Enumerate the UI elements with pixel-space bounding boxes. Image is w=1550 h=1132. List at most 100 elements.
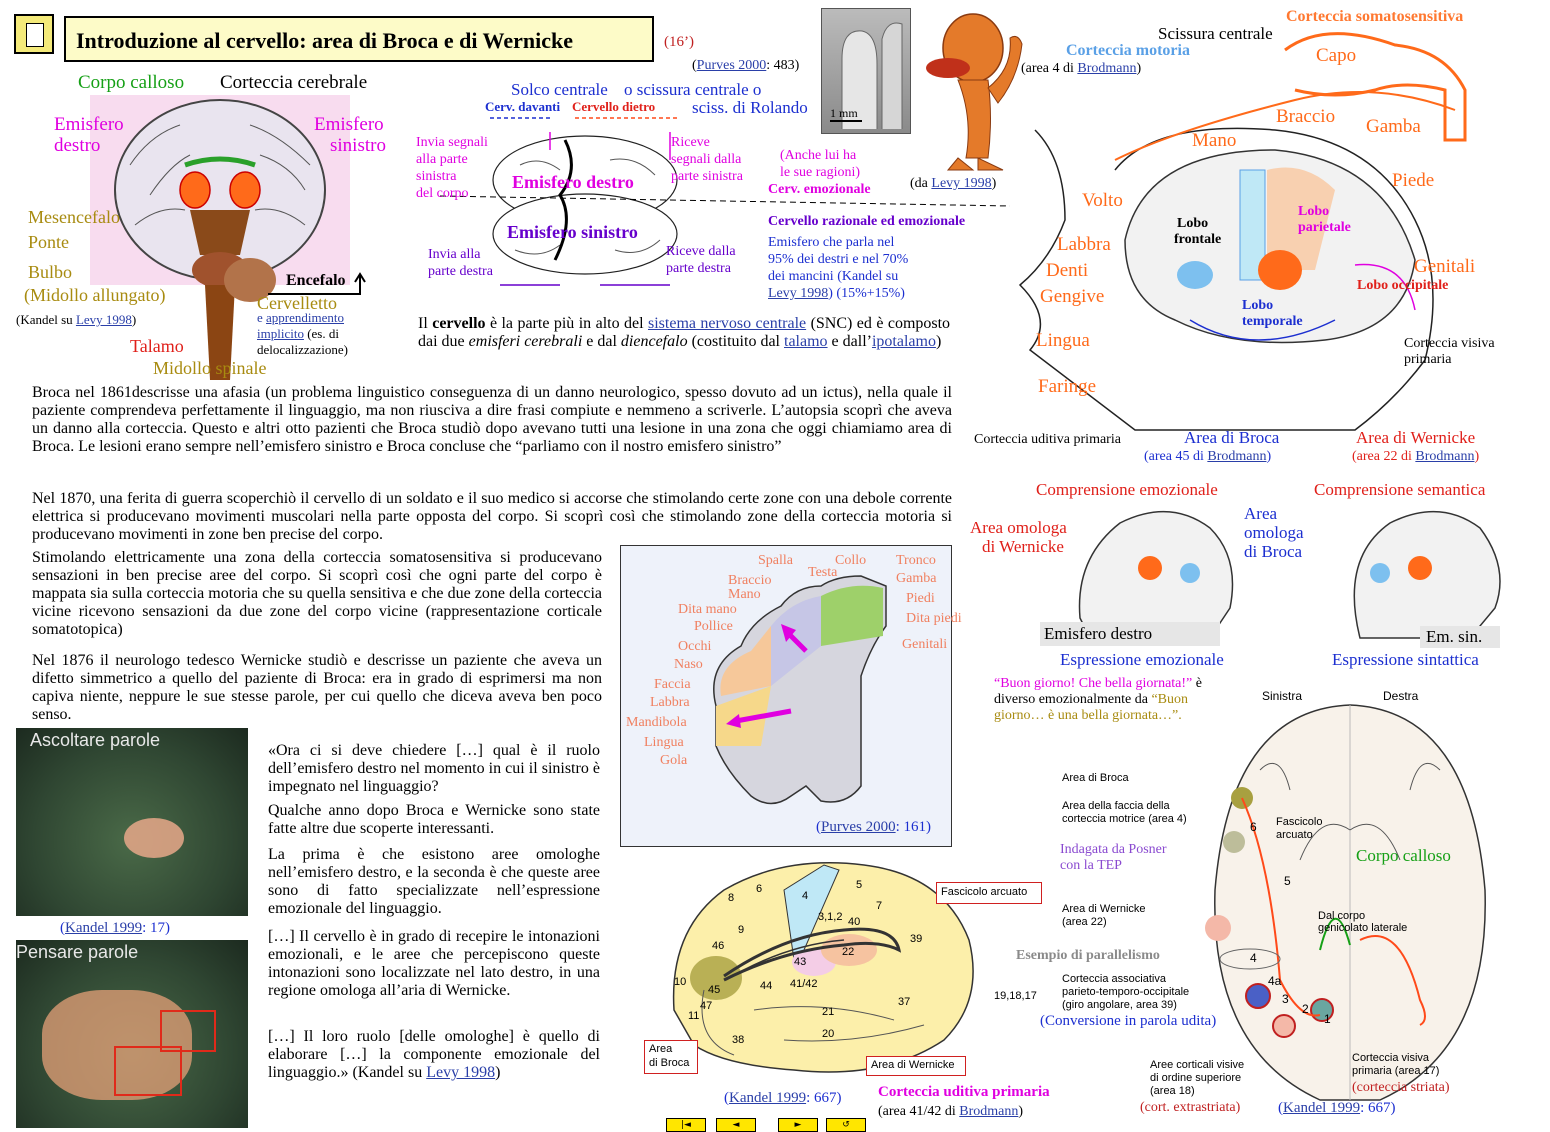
- pet-box-2: [114, 1046, 182, 1096]
- area-num: 3,1,2: [818, 911, 843, 923]
- pet-hotspot-1: [42, 990, 192, 1100]
- riceve-dx-2: parte destra: [666, 261, 731, 276]
- invia-dx-2: parte destra: [428, 264, 493, 279]
- area-num: 43: [794, 956, 807, 968]
- snc-link[interactable]: sistema nervoso centrale: [648, 315, 807, 332]
- axial-faccia-1: Area della faccia della: [1062, 800, 1170, 812]
- label-corteccia-motoria: Corteccia motoria: [1066, 42, 1190, 59]
- homunculus-illustration: [926, 13, 1023, 171]
- apprendimento-link[interactable]: apprendimento: [266, 310, 345, 325]
- first-slide-button[interactable]: |◄: [666, 1118, 706, 1132]
- label-emisfero-destro-2: destro: [54, 135, 101, 156]
- label-genitali: Genitali: [1414, 256, 1476, 277]
- area-num: 20: [822, 1028, 835, 1040]
- axial-genicolato-1: Dal corpo: [1318, 910, 1366, 922]
- levy-link-hemi[interactable]: Levy 1998: [768, 286, 829, 301]
- kandel-link-axial[interactable]: Kandel 1999: [1283, 1100, 1361, 1116]
- axial-indagata-2: con la TEP: [1060, 858, 1122, 873]
- area-num: 47: [700, 1000, 713, 1012]
- next-slide-button[interactable]: ►: [778, 1118, 818, 1132]
- area-num: 41/42: [790, 978, 818, 990]
- kandel-link-pet[interactable]: Kandel 1999: [65, 920, 143, 936]
- pet-pensare-image: Pensare parole: [16, 940, 248, 1128]
- label-sinistra: Sinistra: [1262, 689, 1303, 703]
- prev-slide-button[interactable]: ◄: [716, 1118, 756, 1132]
- kandel-caption-brodmann: (Kandel 1999: 667): [724, 1090, 842, 1106]
- pet-hotspot: [124, 818, 184, 858]
- axial-fascicolo-2: arcuato: [1276, 829, 1313, 841]
- scale-label: 1 mm: [830, 106, 858, 120]
- label-gengive: Gengive: [1040, 286, 1105, 307]
- brodmann-link-4[interactable]: Brodmann: [959, 1104, 1019, 1119]
- riceve-sx-1: Riceve: [671, 135, 710, 150]
- brodmann-link-1[interactable]: Brodmann: [1077, 61, 1137, 76]
- emisfero-destro-box: Emisfero destro: [1040, 622, 1220, 646]
- omologa-broca-2: omologa: [1244, 523, 1304, 542]
- area45-caption: (area 45 di Brodmann): [1144, 449, 1272, 464]
- document-icon: [26, 23, 44, 47]
- label-area-wernicke: Area di Wernicke: [1356, 428, 1476, 447]
- quote-1: «Ora ci si deve chiedere […] qual è il r…: [268, 742, 600, 795]
- label-uditiva-primaria: Corteccia uditiva primaria: [878, 1084, 1050, 1100]
- invia-sx-2: alla parte: [416, 152, 468, 167]
- levy-link-homunculus[interactable]: Levy 1998: [931, 176, 992, 191]
- kandel-levy-link[interactable]: Levy 1998: [75, 312, 132, 327]
- axial-brain-illustration: [1205, 704, 1486, 1101]
- slide-icon[interactable]: [14, 14, 54, 54]
- area-num: 9: [738, 924, 745, 936]
- implicito-link[interactable]: implicito: [257, 326, 304, 341]
- label-espressione-emo: Espressione emozionale: [1060, 650, 1224, 669]
- emisfero-parla-4: Levy 1998) (15%+15%): [768, 286, 905, 301]
- label-area-broca: Area di Broca: [1184, 428, 1280, 447]
- apprendimento-line2: implicito (es. di: [257, 326, 339, 341]
- axial-parallelismo: Esempio di parallelismo: [1016, 948, 1160, 963]
- brodmann-link-3[interactable]: Brodmann: [1415, 449, 1475, 464]
- label-midollo-spinale: Midollo spinale: [153, 358, 267, 378]
- brodmann-numbers: 8 6 4 5 3,1,2 7 46 9 40 39 10 45 44 22 4…: [664, 850, 1037, 1090]
- scan-folds: [830, 22, 903, 129]
- emisfero-parla-3: dei mancini (Kandel su: [768, 269, 899, 284]
- ipotalamo-link[interactable]: ipotalamo: [871, 333, 936, 350]
- label-rolando: sciss. di Rolando: [692, 98, 808, 117]
- area-wernicke-box-label: Area di Wernicke: [871, 1059, 955, 1071]
- levy-link-quote[interactable]: Levy 1998: [426, 1064, 496, 1081]
- purves-link-1[interactable]: Purves 2000: [696, 58, 767, 73]
- cns-definition: Il cervello è la parte più in alto del s…: [418, 315, 951, 350]
- kandel-link-brodmann[interactable]: Kandel 1999: [729, 1090, 807, 1106]
- brodmann-brain-illustration: [672, 862, 974, 1073]
- area-num: 45: [708, 984, 721, 996]
- emisfero-parla-2: 95% dei destri e nel 70%: [768, 252, 909, 267]
- label-lobo-parietale-2: parietale: [1298, 220, 1351, 235]
- axial-conversione: (Conversione in parola udita): [1040, 1013, 1217, 1029]
- broca-paragraph: Broca nel 1861descrisse una afasia (un p…: [32, 384, 952, 455]
- omologa-wernicke-1: Area omologa: [970, 518, 1067, 537]
- label-solco-centrale: Solco centrale: [511, 80, 608, 99]
- axial-corpo-calloso: Corpo calloso: [1356, 846, 1451, 865]
- area-num: 5: [856, 879, 863, 891]
- area-broca-box-2: di Broca: [649, 1057, 690, 1069]
- hemisphere-diagram: [439, 117, 1010, 286]
- area-num: 8: [728, 892, 735, 904]
- label-lobo-temporale-1: Lobo: [1242, 298, 1274, 313]
- axial-aree-visive-2: di ordine superiore: [1150, 1072, 1242, 1084]
- riceve-sx-2: segnali dalla: [671, 152, 742, 167]
- area4-caption: (area 4 di Brodmann): [1021, 61, 1142, 76]
- page-title: Introduzione al cervello: area di Broca …: [76, 28, 573, 53]
- axial-aree-visive-3: (area 18): [1150, 1085, 1195, 1097]
- label-scissura: o scissura centrale o: [624, 80, 762, 99]
- label-talamo: Talamo: [130, 336, 184, 356]
- fascicolo-arcuato-label: Fascicolo arcuato: [941, 886, 1028, 898]
- buon-giorno-3: giorno… è una bella giornata…”.: [994, 708, 1182, 723]
- label-visiva-1: Corteccia visiva: [1404, 336, 1495, 351]
- label-lobo-parietale-1: Lobo: [1298, 204, 1330, 219]
- label-scissura-centrale: Scissura centrale: [1158, 24, 1273, 43]
- area-num: 40: [848, 916, 861, 928]
- brodmann-link-2[interactable]: Brodmann: [1207, 449, 1267, 464]
- homunculus-caption: (da Levy 1998): [910, 176, 997, 191]
- axial-aree-visive-1: Aree corticali visive: [1150, 1059, 1245, 1071]
- talamo-link[interactable]: talamo: [784, 333, 828, 350]
- pet-ascoltare-image: Ascoltare parole: [16, 728, 248, 916]
- purves-caption-1: (Purves 2000: 483): [692, 58, 800, 73]
- return-button[interactable]: ↺: [826, 1118, 866, 1132]
- kandel-caption: (Kandel su Levy 1998): [16, 312, 137, 327]
